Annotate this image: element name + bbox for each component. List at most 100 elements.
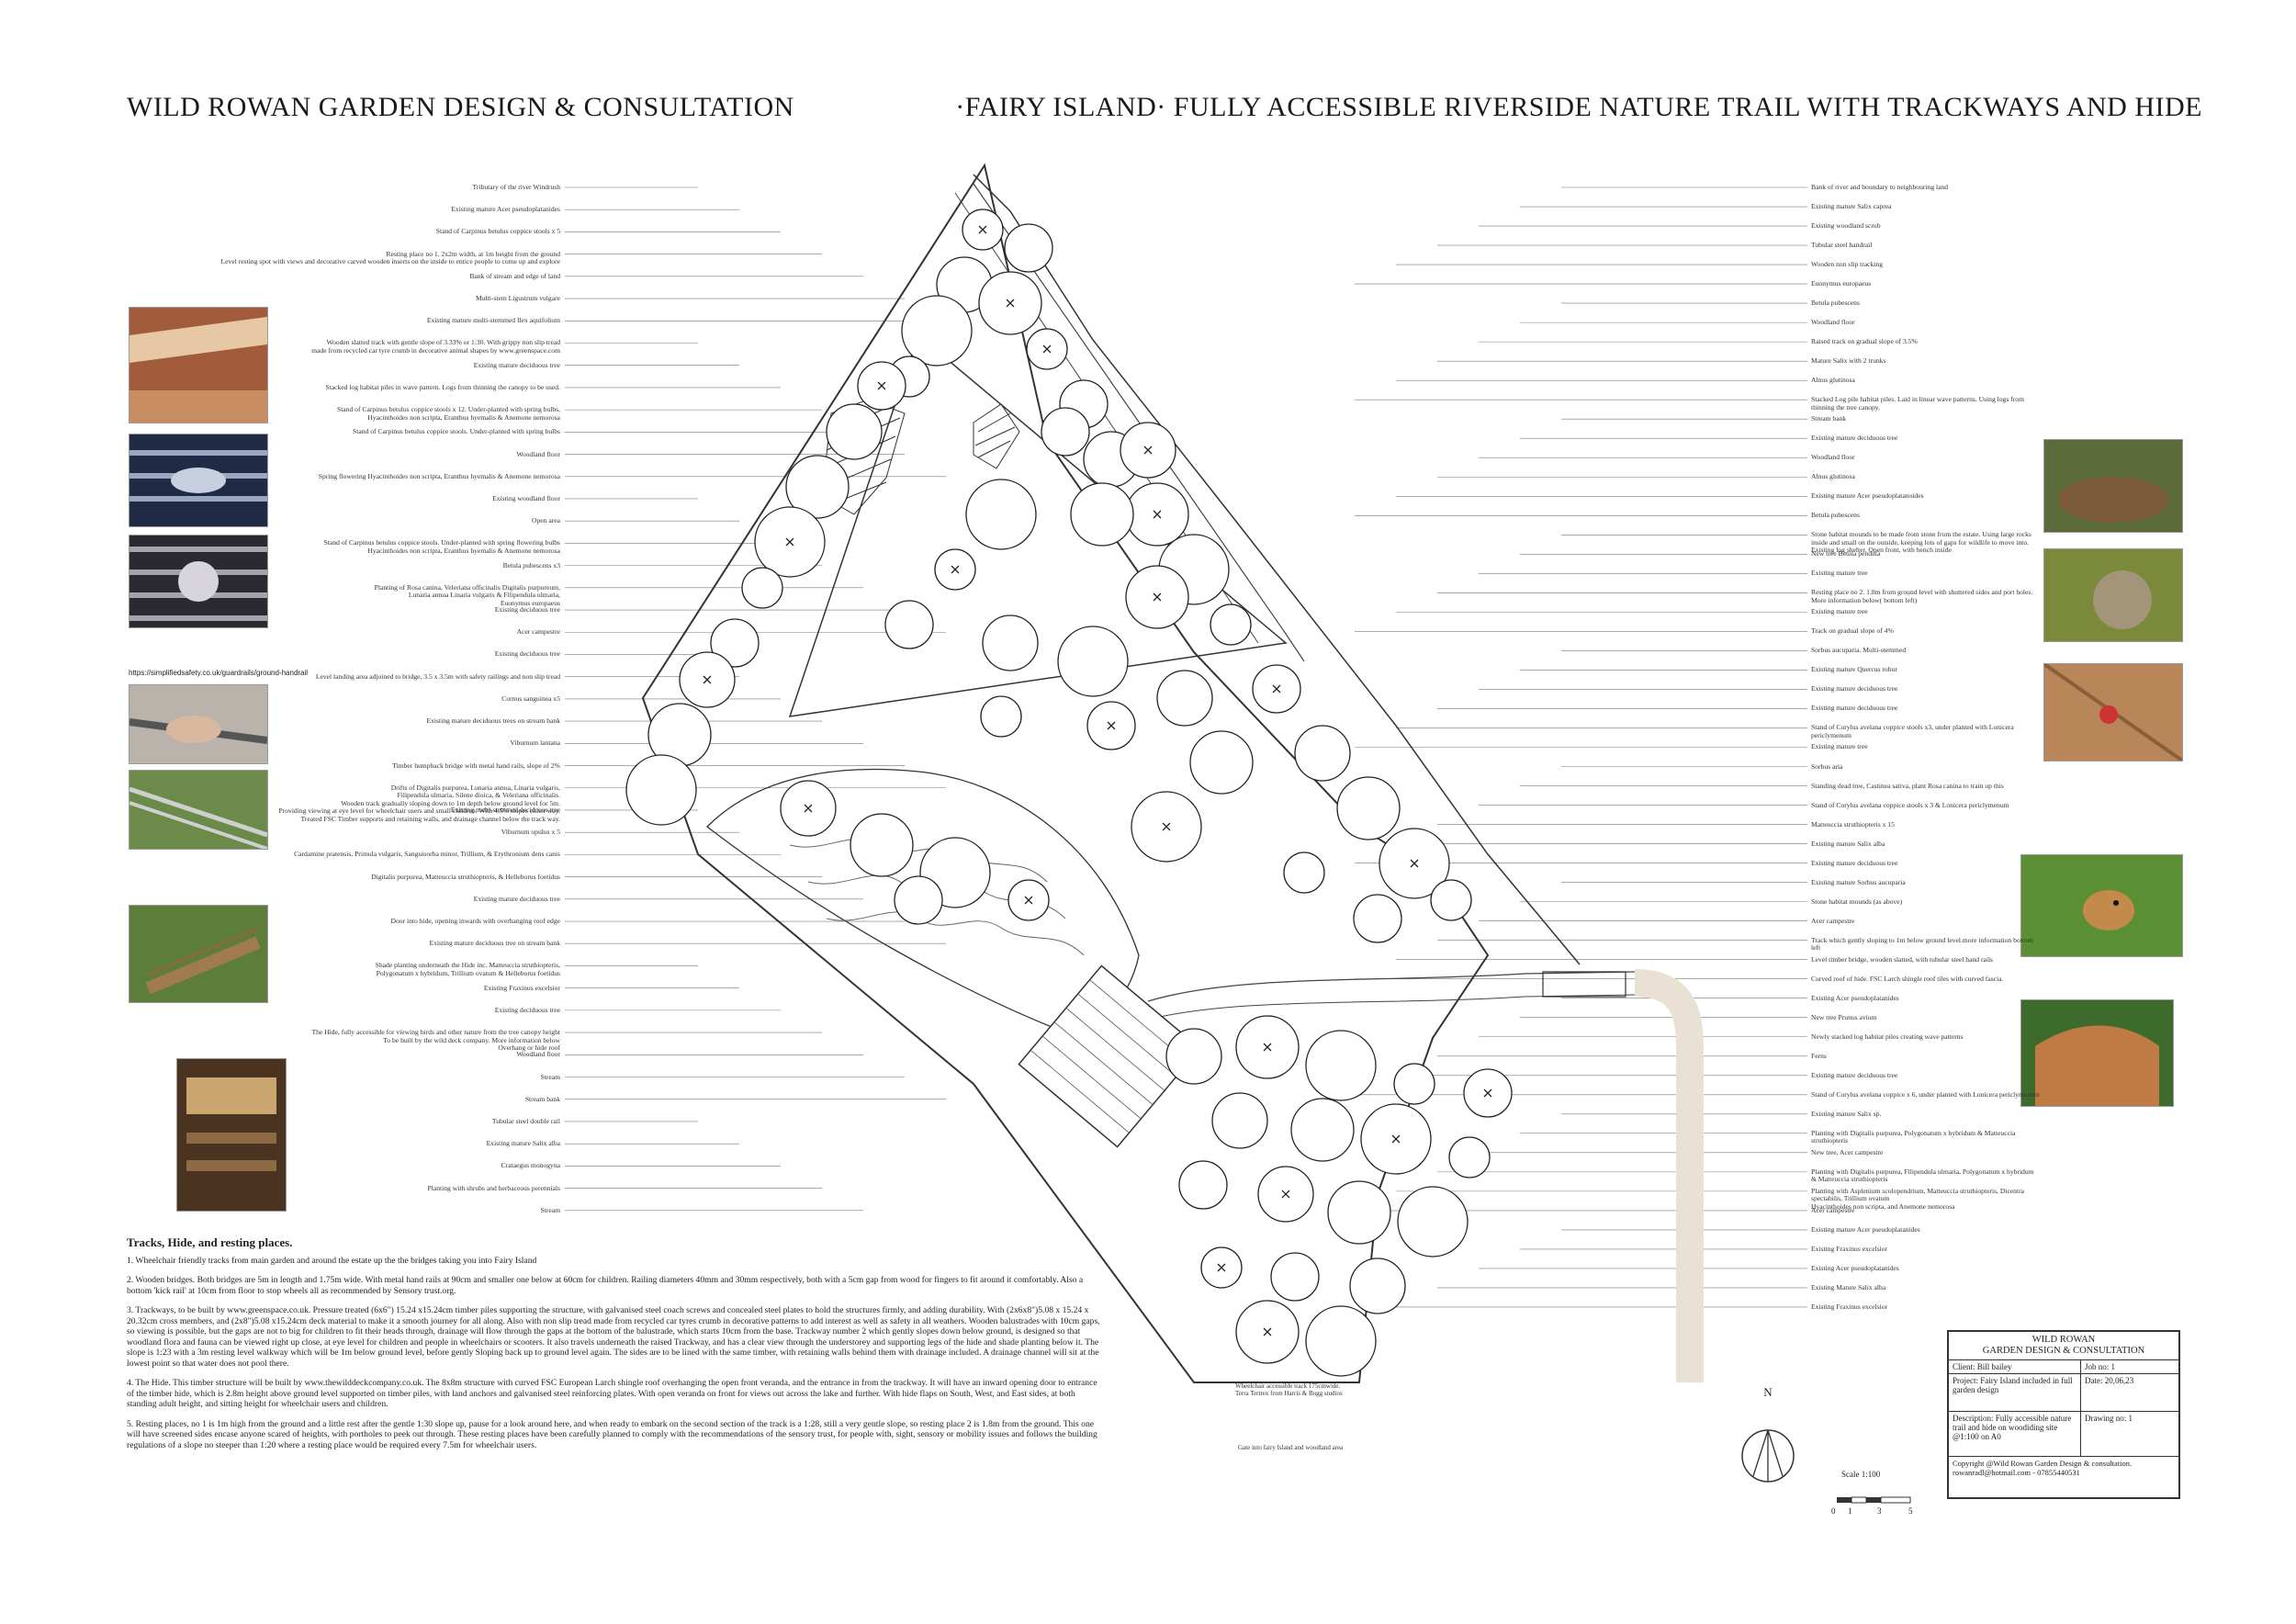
right-label: Track which gently sloping to 1m below g…: [1811, 935, 2033, 953]
tree-symbol: [1041, 407, 1090, 457]
tree-center-mark: [1107, 721, 1116, 730]
track-lower: [1147, 971, 1636, 1002]
tree-symbol: [1165, 1028, 1222, 1085]
tree-symbol: [1057, 626, 1129, 697]
date-cell: Date: 20,06,23: [2081, 1374, 2137, 1411]
right-label: Stand of Corylus avelana coppice stools …: [1811, 723, 2014, 739]
right-label: Planting with Digitalis purpurea, Polygo…: [1811, 1128, 2016, 1145]
left-label: Level landing area adjoined to bridge, 3…: [315, 671, 560, 681]
tree-symbol: [1156, 670, 1213, 727]
tree-symbol: [1294, 725, 1351, 782]
tree-symbol: [1397, 1186, 1469, 1257]
left-label: Stand of Carpinus betulus coppice stools…: [336, 405, 560, 422]
scale-tick: 0: [1831, 1506, 1836, 1516]
track-upper: [973, 183, 1305, 662]
tree-symbol: [894, 875, 943, 925]
drawing-label: Drawing no:: [2085, 1414, 2127, 1423]
left-label: Cornus sanguinea x5: [501, 694, 560, 703]
right-label: Matteuccia struthiopteris x 15: [1811, 819, 1895, 829]
handrail-link[interactable]: https://simplifiedsafety.co.uk/guardrail…: [129, 669, 309, 677]
scale-label: Scale 1:100: [1841, 1470, 1933, 1479]
scale-tick: 3: [1877, 1506, 1882, 1516]
photo-handrail-1: [129, 684, 268, 764]
photo-handrail-2: [129, 770, 268, 850]
left-label: Drifts of Digitalis purpurea, Lunaria an…: [278, 783, 560, 823]
right-label: Existing woodland scrub: [1811, 221, 1881, 231]
tree-symbol: [1430, 879, 1472, 921]
tree-symbol: [1393, 1063, 1435, 1105]
left-label: Existing deciduous tree: [494, 649, 560, 659]
log-pile-right: [973, 403, 1020, 469]
right-label: Existing Acer pseudoplatanides: [1811, 993, 1899, 1002]
right-label: Curved roof of hide. FSC Larch shingle r…: [1811, 974, 2004, 983]
right-label: New tree Prunus avium: [1811, 1012, 1877, 1021]
tree-symbol: [1189, 730, 1254, 795]
photo-resting-place: [129, 307, 268, 423]
tree-symbol: [1305, 1305, 1377, 1377]
left-label: Woodland floor: [516, 449, 560, 458]
tree-symbol: [1353, 894, 1402, 943]
left-label: Existing Fraxinus excelsior: [483, 983, 560, 992]
left-label: The Hide, fully accessible for viewing b…: [311, 1028, 560, 1053]
left-label: Existing mature deciduous tree on stream…: [429, 939, 560, 948]
track-lower-edge: [1147, 994, 1636, 1021]
tree-symbol: [785, 455, 850, 519]
company-title: WILD ROWAN GARDEN DESIGN & CONSULTATION: [127, 92, 794, 122]
right-label: Existing mature deciduous tree: [1811, 704, 1898, 713]
photo-resting-place-2: [2043, 663, 2183, 761]
left-label: Viburnum opulus x 5: [501, 828, 560, 837]
left-label: Timber humpback bridge with metal hand r…: [392, 761, 560, 770]
left-label: Bank of stream and edge of land: [469, 271, 560, 280]
north-label: N: [1763, 1385, 1773, 1399]
right-label: Betula pubescens: [1811, 511, 1860, 520]
tree-center-mark: [1263, 1327, 1272, 1336]
tree-symbol: [710, 618, 760, 668]
tree-symbol: [901, 295, 973, 367]
description-label: Description:: [1953, 1414, 1994, 1423]
left-label: Existing mature Salix alba: [486, 1139, 560, 1148]
tree-center-mark: [978, 225, 987, 234]
tree-symbol: [1349, 1257, 1406, 1314]
tree-center-mark: [785, 537, 794, 547]
left-label: Existing mature deciduous tree: [473, 894, 560, 903]
outer-bank: [973, 174, 1581, 965]
right-label: Track on gradual slope of 4%: [1811, 626, 1894, 636]
left-label: Multi-stem Ligustrum vulgare: [476, 294, 560, 303]
left-label: Woodland floor: [516, 1050, 560, 1059]
photo-track-tread-1: [129, 434, 268, 527]
right-label: Standing dead tree, Castinea sativa, pla…: [1811, 781, 2004, 790]
tree-symbol: [826, 403, 883, 460]
job-label: Job no:: [2085, 1362, 2110, 1371]
left-label: Planting of Rosa canina, Veleriana offic…: [374, 582, 560, 607]
notes-section: Tracks, Hide, and resting places. 1. Whe…: [127, 1236, 1100, 1460]
right-label: Raised track on gradual slope of 3.5%: [1811, 337, 1918, 346]
project-value: Fairy Island included in full garden des…: [1953, 1376, 2073, 1394]
left-label: Existing mature Acer pseudoplatanides: [451, 205, 560, 214]
tree-symbol: [1004, 223, 1053, 273]
scale-tick: 1: [1848, 1506, 1852, 1516]
left-label: Existing mature deciduous tree: [473, 360, 560, 369]
job-cell: Job no: 1: [2081, 1360, 2119, 1373]
right-label: Acer campestre: [1811, 916, 1855, 925]
left-label: Stacked log habitat piles in wave patter…: [325, 382, 560, 391]
left-label: Resting place no 1. 2x2m width, at 1m he…: [220, 249, 560, 266]
left-label: Viburnum lantana: [510, 739, 560, 748]
note-item: 1. Wheelchair friendly tracks from main …: [127, 1255, 537, 1266]
title-block: WILD ROWAN GARDEN DESIGN & CONSULTATION …: [1947, 1330, 2180, 1499]
tree-symbol: [965, 479, 1037, 550]
tree-center-mark: [1024, 896, 1033, 905]
right-label: Sorbus aucuparia. Multi-stemmed: [1811, 646, 1907, 655]
description-cell: Description: Fully accessible nature tra…: [1949, 1412, 2081, 1456]
photo-hide-interior: [176, 1058, 287, 1212]
tree-center-mark: [1153, 592, 1162, 602]
bridge: [1542, 971, 1626, 998]
right-label: Stacked Log pile habitat piles. Laid in …: [1811, 395, 2024, 412]
tree-center-mark: [1153, 510, 1162, 519]
tree-symbol: [884, 600, 934, 649]
tree-symbol: [1210, 603, 1252, 646]
tree-center-mark: [1483, 1088, 1492, 1098]
tree-symbol: [1211, 1092, 1268, 1149]
tree-center-mark: [951, 565, 960, 574]
right-label: Wooden non slip tracking: [1811, 260, 1884, 269]
scale-bar: [1837, 1496, 1911, 1504]
